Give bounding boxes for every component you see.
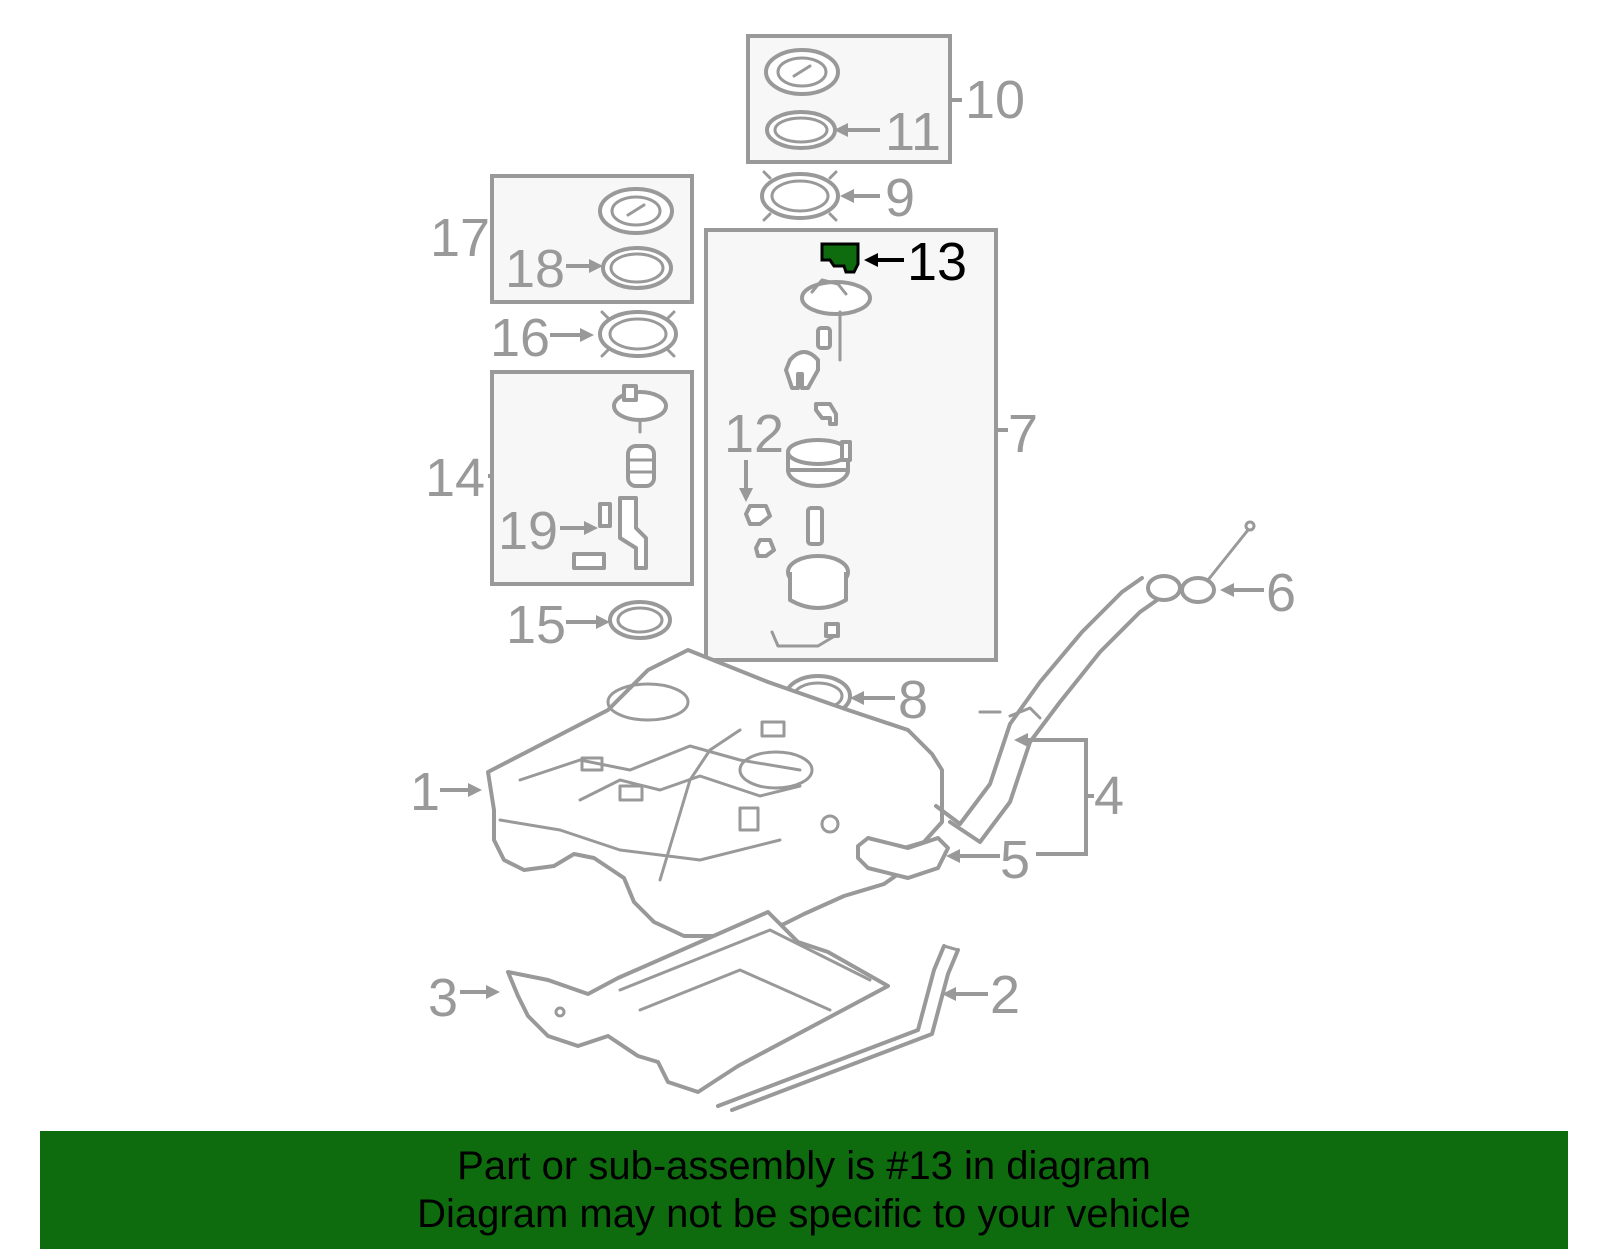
info-banner: Part or sub-assembly is #13 in diagram D…	[40, 1131, 1568, 1249]
callout-12: 12	[724, 404, 784, 464]
callout-8: 8	[898, 670, 928, 730]
part-15-seal	[608, 600, 672, 640]
callout-19: 19	[498, 501, 558, 561]
callout-2: 2	[990, 965, 1020, 1025]
part-2-strap	[716, 944, 960, 1112]
box-7	[704, 228, 998, 662]
box-17	[490, 174, 694, 304]
part-13-highlighted	[820, 242, 860, 274]
callout-10: 10	[965, 70, 1025, 130]
callout-11: 11	[885, 102, 941, 162]
callout-9: 9	[885, 168, 915, 228]
part-16-lock-ring	[598, 310, 678, 358]
callout-5: 5	[1000, 830, 1030, 890]
callout-18: 18	[505, 239, 565, 299]
callout-17: 17	[430, 208, 490, 268]
banner-line-2: Diagram may not be specific to your vehi…	[417, 1192, 1191, 1236]
callout-13: 13	[907, 232, 967, 292]
part-3-heat-shield	[506, 910, 890, 1094]
callout-1: 1	[410, 762, 440, 822]
callout-15: 15	[506, 595, 566, 655]
box-10	[746, 34, 952, 164]
part-5-hose	[856, 836, 950, 880]
callout-7: 7	[1008, 404, 1038, 464]
callout-14: 14	[425, 448, 485, 508]
callout-4: 4	[1094, 766, 1124, 826]
part-9-lock-ring	[760, 170, 840, 222]
part-6-fuel-cap	[1180, 520, 1256, 604]
callout-3: 3	[428, 968, 458, 1028]
callout-16: 16	[490, 308, 550, 368]
part-1-fuel-tank	[486, 648, 944, 938]
banner-line-1: Part or sub-assembly is #13 in diagram	[457, 1144, 1151, 1188]
callout-6: 6	[1266, 563, 1296, 623]
